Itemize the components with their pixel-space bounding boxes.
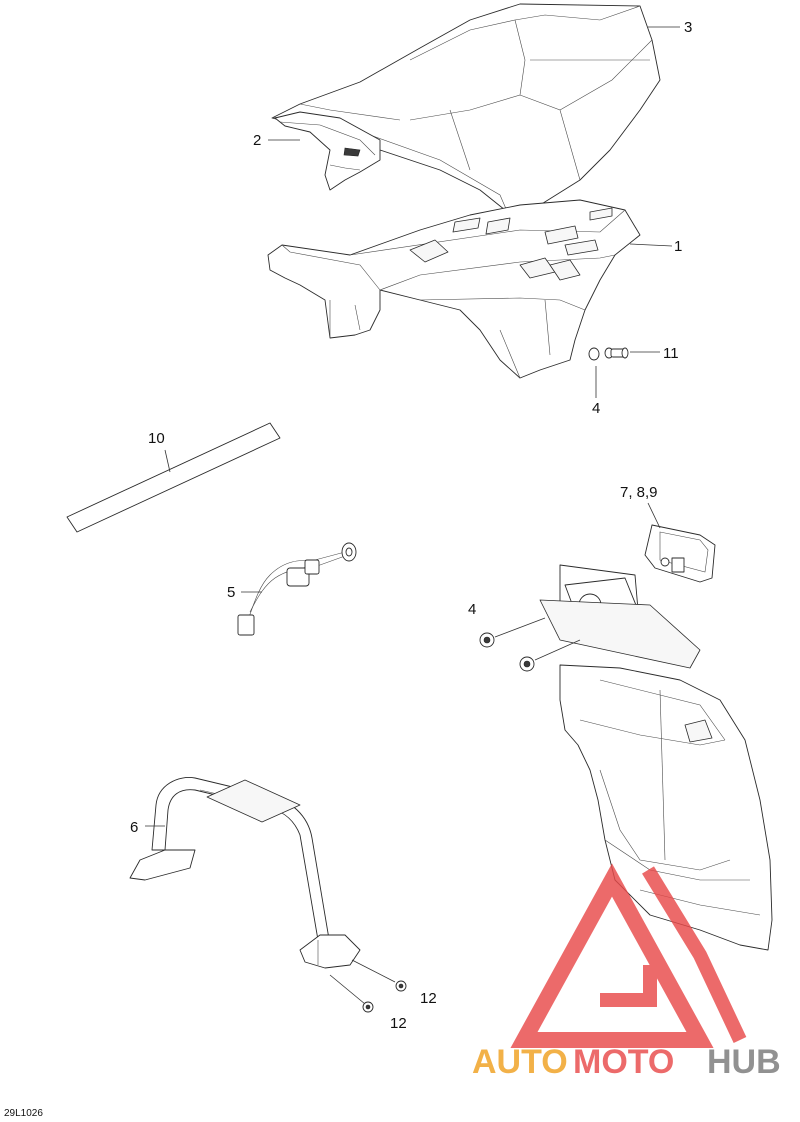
- callout-4-top: 4: [592, 400, 600, 417]
- nuts-part-12: [362, 980, 407, 1013]
- seat-front-part-2: [274, 111, 381, 191]
- grab-handle-part-6: [129, 777, 396, 1005]
- callout-4-mid: 4: [468, 601, 476, 618]
- callout-12-a: 12: [420, 990, 437, 1007]
- callout-1: 1: [674, 238, 682, 255]
- callout-5: 5: [227, 584, 235, 601]
- callout-10: 10: [148, 430, 165, 447]
- logo-triangle-mark: [510, 863, 714, 1048]
- seat-base-part-1: [267, 199, 641, 379]
- strip-part-10: [66, 422, 281, 533]
- callout-2: 2: [253, 132, 261, 149]
- callout-7-8-9: 7, 8,9: [620, 484, 658, 501]
- callout-12-b: 12: [390, 1015, 407, 1032]
- leader-lines: [145, 26, 680, 827]
- callout-3: 3: [684, 19, 692, 36]
- drawing-code: 29L1026: [4, 1108, 43, 1119]
- watermark-logo: AUTO MOTO HUB: [472, 863, 781, 1081]
- callout-6: 6: [130, 819, 138, 836]
- logo-text-auto: AUTO: [472, 1043, 568, 1081]
- screw-part-11: [588, 347, 629, 361]
- logo-inner-mark: [600, 866, 747, 1043]
- wiring-harness-part-5: [237, 542, 357, 636]
- logo-text-hub: HUB: [707, 1043, 781, 1081]
- rear-fender: [559, 664, 773, 951]
- callout-11: 11: [663, 345, 679, 362]
- callout-labels: 3 2 1 11 4 10 7, 8,9 5 4 6 12 12: [130, 19, 692, 1032]
- logo-text-moto: MOTO: [573, 1043, 674, 1081]
- tail-light-part-7-8-9: [539, 524, 716, 669]
- nuts-part-4: [479, 617, 581, 672]
